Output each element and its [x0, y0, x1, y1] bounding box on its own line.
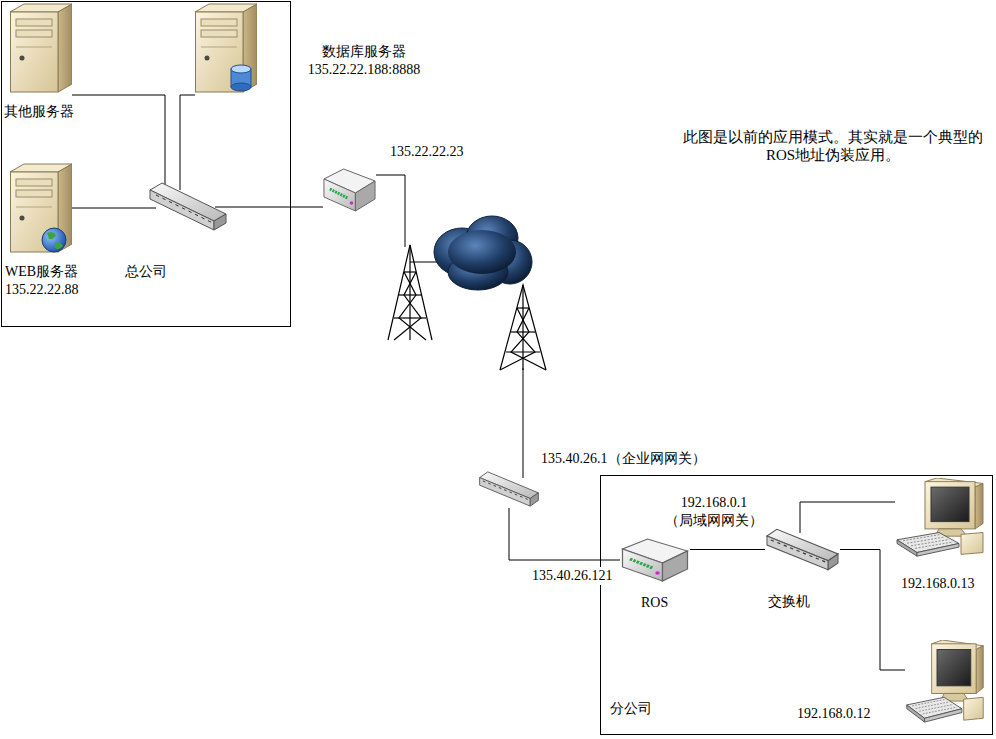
device-label: WEB服务器 135.22.22.88	[5, 263, 103, 299]
device-label: 192.168.0.12	[797, 705, 871, 723]
site-name: 总公司	[125, 263, 167, 281]
device-label: 135.40.26.1（企业网网关）	[541, 450, 706, 468]
wire	[376, 175, 405, 247]
wires	[72, 95, 523, 478]
db-icon	[195, 3, 257, 93]
device-label: 192.168.0.13	[901, 575, 975, 593]
client-pc: 192.168.0.12	[905, 640, 985, 724]
server-icon: 其他服务器	[10, 3, 72, 93]
radio-tower	[500, 285, 546, 370]
radio-tower	[388, 245, 432, 340]
pc-icon	[905, 640, 985, 724]
web-icon	[10, 163, 72, 253]
link-label: 192.168.0.1 （局域网网关）	[655, 494, 773, 530]
wire	[72, 95, 165, 195]
pc-icon	[895, 478, 985, 558]
network-link	[840, 550, 905, 671]
network-link	[690, 549, 765, 550]
router-icon: 135.22.22.23	[322, 165, 377, 215]
site-name: 分公司	[610, 700, 652, 718]
wire	[215, 207, 323, 208]
web-server: WEB服务器 135.22.22.88	[10, 163, 72, 253]
device-label: ROS	[641, 594, 668, 612]
router-icon	[620, 535, 690, 585]
device-label: 135.22.22.23	[390, 143, 464, 161]
device-label: 其他服务器	[4, 103, 74, 121]
wire	[72, 208, 156, 209]
hq-switch	[150, 183, 226, 230]
switch-icon	[478, 470, 540, 508]
device-label: 交换机	[768, 593, 810, 611]
site-region: 总公司 其他服务器 数据库服务器 135.22.22.188:8888WEB服务器 …	[2, 2, 290, 326]
lan-switch: 交换机	[765, 527, 840, 572]
network-cloud	[434, 216, 532, 290]
switch-icon	[765, 527, 840, 572]
wire	[180, 95, 195, 190]
wire	[523, 368, 524, 478]
server-icon	[10, 3, 72, 93]
gateway-switch: 135.40.26.1（企业网网关）	[478, 470, 540, 508]
link-label: 135.40.26.121	[530, 567, 615, 585]
database-server: 数据库服务器 135.22.22.188:8888	[195, 3, 257, 93]
wire	[410, 262, 440, 263]
ros-router: ROS	[620, 535, 690, 585]
router-icon	[322, 165, 377, 215]
device-label: 数据库服务器 135.22.22.188:8888	[298, 43, 430, 79]
network-link	[509, 508, 620, 560]
note-text: 此图是以前的应用模式。其实就是一个典型的 ROS地址伪装应用。	[674, 128, 992, 164]
network-link	[800, 502, 895, 533]
client-pc: 192.168.0.13	[895, 478, 985, 558]
